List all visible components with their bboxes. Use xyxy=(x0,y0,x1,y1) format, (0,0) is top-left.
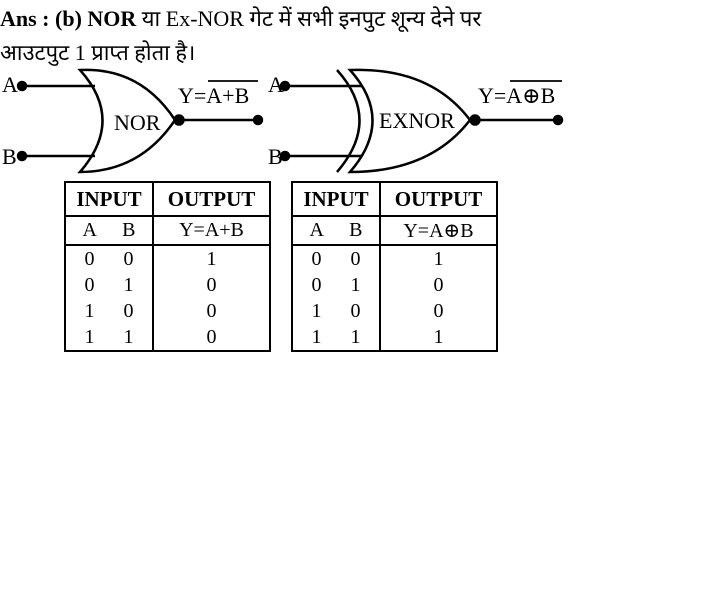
exnor-input-a-label: A xyxy=(268,72,284,97)
exnor-gate xyxy=(279,68,564,174)
gates-diagram: A B NOR Y=A+B A B EXNOR Y=A⊕B xyxy=(2,68,564,174)
exnor-input-curve xyxy=(336,69,361,173)
cell-b: 0 xyxy=(123,247,134,270)
answer-text: Ans : (b) NOR या Ex-NOR गेट में सभी इनपु… xyxy=(0,2,570,70)
cell-b: 0 xyxy=(350,247,361,270)
table-row: 1 0 0 xyxy=(65,298,270,324)
exnor-col-y: Y=A⊕B xyxy=(380,216,497,246)
cell-b: 0 xyxy=(123,299,134,322)
table-row: 0 0 1 xyxy=(65,245,270,272)
cell-b: 0 xyxy=(350,299,361,322)
nor-gate-label: NOR xyxy=(114,110,161,135)
answer-prefix: Ans : (b) NOR xyxy=(0,6,137,31)
table-row: 1 1 1 xyxy=(292,324,497,351)
exnor-input-dot-a xyxy=(279,80,291,92)
nor-output-prefix: Y= xyxy=(178,83,206,108)
nor-output-expr: A+B xyxy=(206,83,249,108)
table-row: 1 1 0 xyxy=(65,324,270,351)
cell-a: 0 xyxy=(311,273,322,296)
answer-line-1: या Ex-NOR गेट में सभी इनपुट शून्य देने प… xyxy=(136,6,482,31)
exnor-output-dot xyxy=(552,114,564,126)
cell-a: 1 xyxy=(311,299,322,322)
cell-y: 0 xyxy=(433,273,444,296)
nor-col-y: Y=A+B xyxy=(153,216,270,246)
exnor-output-expr: A⊕B xyxy=(506,83,555,108)
exnor-gate-body xyxy=(347,68,472,174)
nor-input-dot-b xyxy=(16,150,28,162)
cell-b: 1 xyxy=(123,273,134,296)
cell-y: 0 xyxy=(206,325,217,348)
cell-y: 0 xyxy=(206,273,217,296)
cell-y: 1 xyxy=(433,247,444,270)
cell-y: 0 xyxy=(433,299,444,322)
table-row: 1 0 0 xyxy=(292,298,497,324)
cell-b: 1 xyxy=(350,325,361,348)
nor-output-dot xyxy=(252,114,264,126)
nor-col-b: B xyxy=(122,219,136,241)
cell-b: 1 xyxy=(350,273,361,296)
table-row: 0 0 1 xyxy=(292,245,497,272)
exnor-header-output: OUTPUT xyxy=(380,182,497,217)
cell-a: 1 xyxy=(311,325,322,348)
nor-output-label: Y=A+B xyxy=(178,83,249,108)
exnor-input-dot-b xyxy=(279,150,291,162)
table-row: 0 1 0 xyxy=(292,272,497,298)
cell-y: 0 xyxy=(206,299,217,322)
nor-header-output: OUTPUT xyxy=(153,182,270,217)
exnor-input-b-label: B xyxy=(268,144,283,169)
table-row: 0 1 0 xyxy=(65,272,270,298)
nor-header-input: INPUT xyxy=(65,182,154,217)
cell-y: 1 xyxy=(433,325,444,348)
cell-y: 1 xyxy=(206,247,217,270)
nor-gate xyxy=(16,68,264,174)
answer-line-2: आउटपुट 1 प्राप्त होता है। xyxy=(0,40,196,65)
exnor-output-label: Y=A⊕B xyxy=(478,83,555,108)
exnor-header-input: INPUT xyxy=(292,182,381,217)
cell-b: 1 xyxy=(123,325,134,348)
cell-a: 0 xyxy=(84,273,95,296)
cell-a: 1 xyxy=(84,325,95,348)
cell-a: 0 xyxy=(84,247,95,270)
exnor-col-a: A xyxy=(309,219,324,241)
exnor-col-b: B xyxy=(349,219,363,241)
nor-input-b-label: B xyxy=(2,144,17,169)
cell-a: 1 xyxy=(84,299,95,322)
nor-input-dot-a xyxy=(16,80,28,92)
nor-col-a: A xyxy=(82,219,97,241)
nor-input-a-label: A xyxy=(2,72,18,97)
exnor-gate-label: EXNOR xyxy=(379,108,455,133)
exnor-output-prefix: Y= xyxy=(478,83,506,108)
nor-gate-body xyxy=(77,68,177,174)
cell-a: 0 xyxy=(311,247,322,270)
